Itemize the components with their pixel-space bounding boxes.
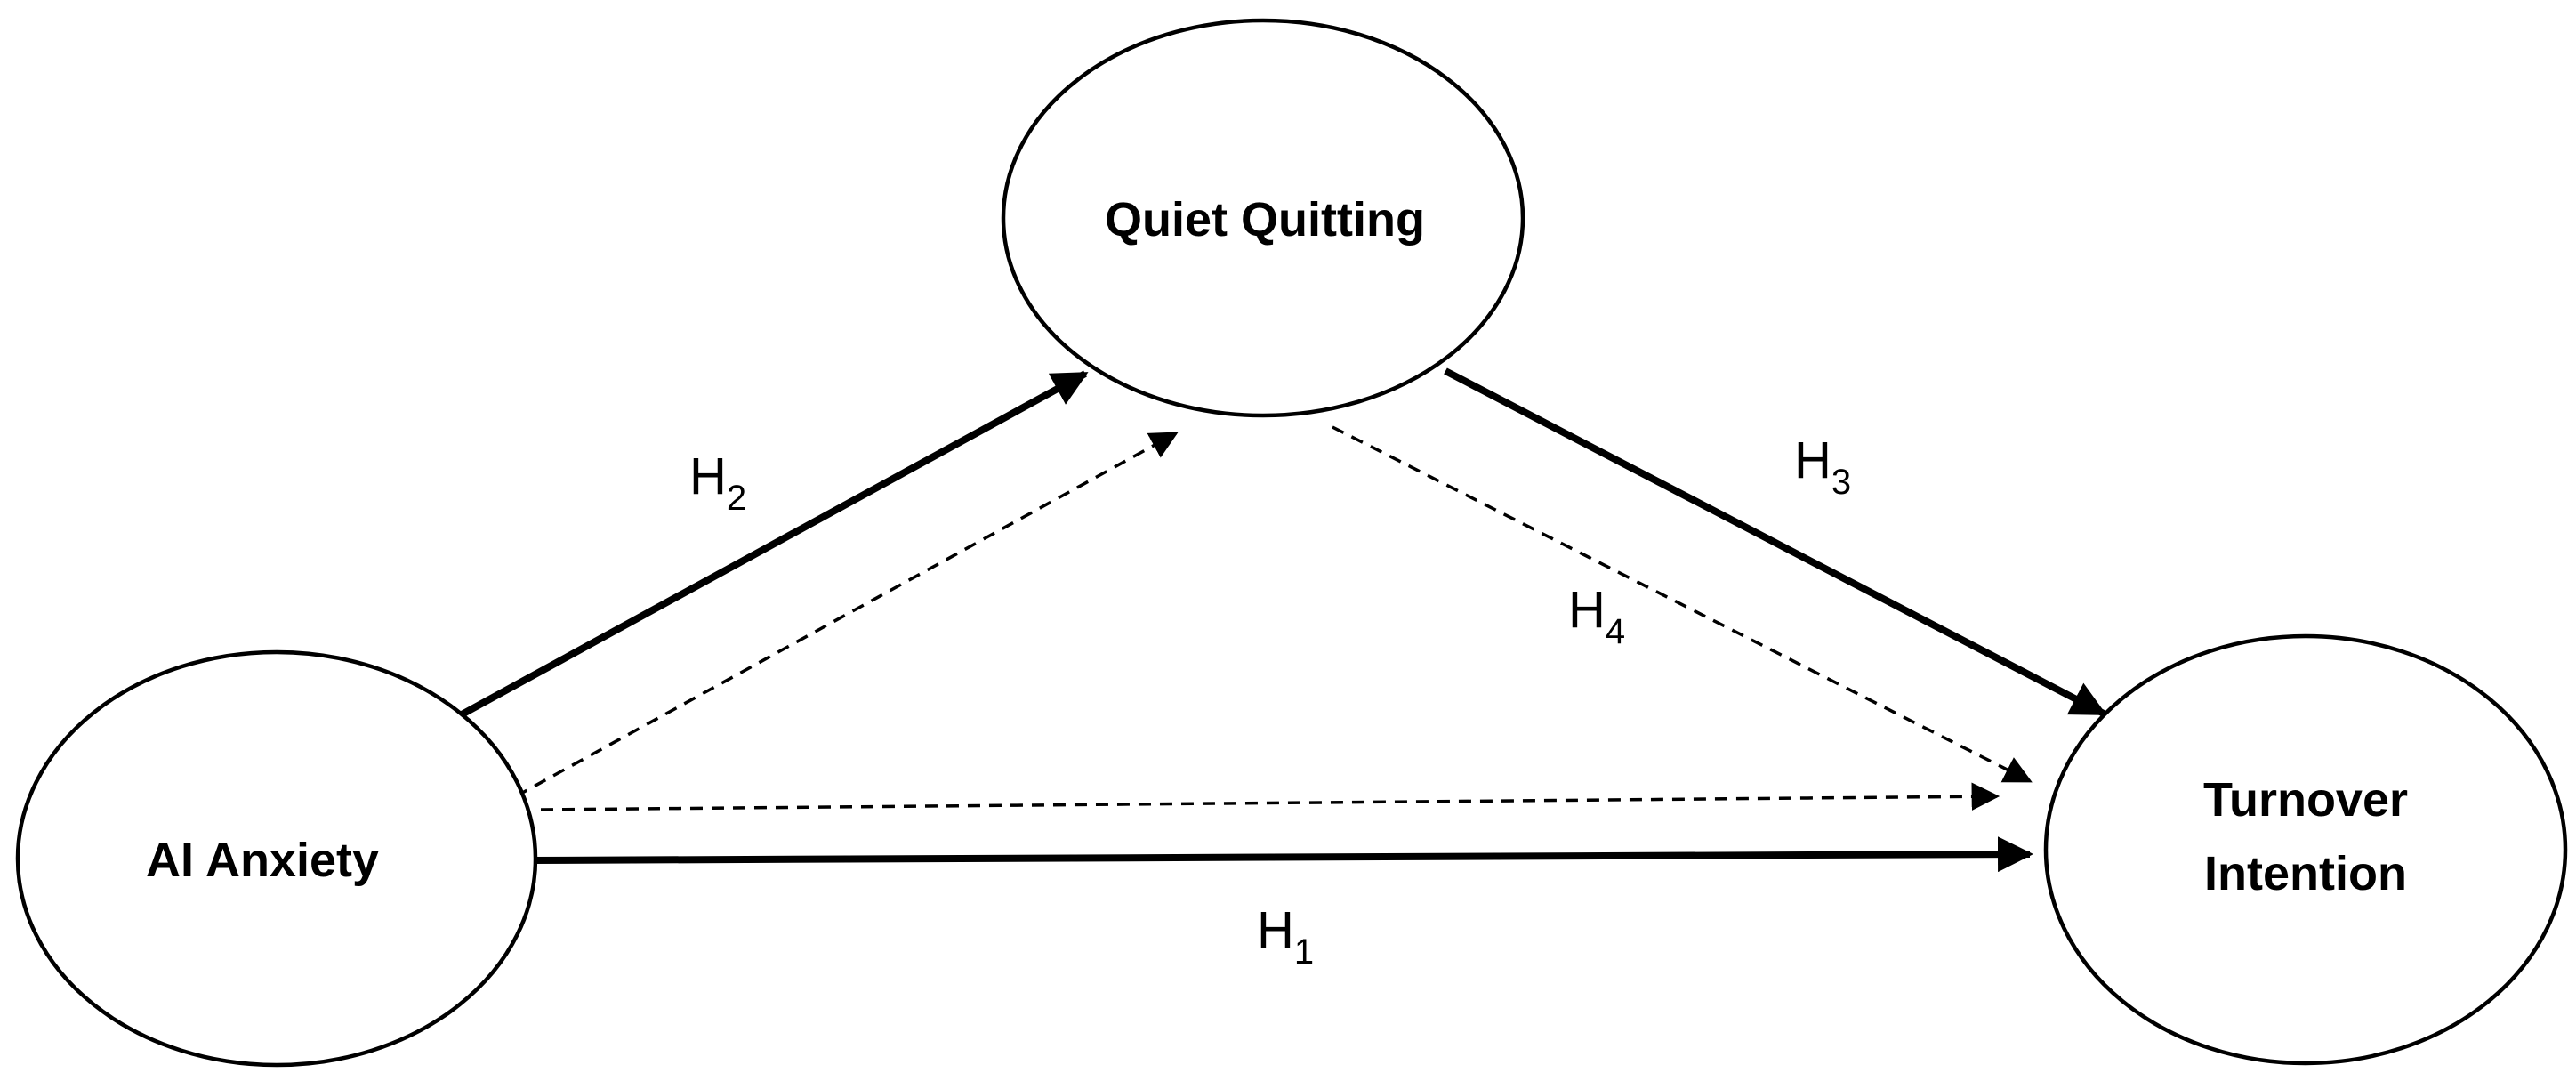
hypothesis-h3-subscript: 3	[1831, 463, 1851, 502]
hypothesis-h1-letter: H	[1257, 901, 1294, 959]
hypothesis-h4-letter: H	[1568, 581, 1606, 639]
hypothesis-h2-subscript: 2	[727, 479, 746, 518]
hypothesis-h4-subscript: 4	[1606, 612, 1625, 651]
h2-indirect-dashed-arrow	[515, 432, 1179, 798]
hypothesis-label-h2: H2	[689, 448, 746, 518]
hypothesis-label-h3: H3	[1794, 432, 1851, 502]
node-turnover-intention: Turnover Intention	[2043, 633, 2568, 1066]
node-ai-anxiety-label: AI Anxiety	[146, 834, 379, 887]
hypothesis-h1-subscript: 1	[1294, 932, 1314, 972]
node-quiet-quitting-label: Quiet Quitting	[1105, 193, 1425, 246]
hypothesis-h3-letter: H	[1794, 432, 1831, 489]
h4-mediated-dashed-arrow	[540, 782, 2000, 811]
node-ai-anxiety: AI Anxiety	[15, 649, 538, 1068]
h4-indirect-dashed-arrow	[1332, 425, 2033, 783]
hypothesis-h2-letter: H	[689, 448, 727, 505]
hypothesis-label-h4: H4	[1568, 581, 1625, 651]
h3-direct-arrow	[1444, 367, 2107, 717]
node-turnover-intention-line2: Intention	[2204, 847, 2407, 900]
hypothesis-label-h1: H1	[1257, 901, 1314, 972]
h2-direct-arrow	[452, 370, 1089, 722]
node-turnover-intention-line1: Turnover	[2203, 773, 2408, 827]
h1-direct-arrow	[530, 836, 2033, 873]
node-quiet-quitting: Quiet Quitting	[1001, 18, 1525, 418]
